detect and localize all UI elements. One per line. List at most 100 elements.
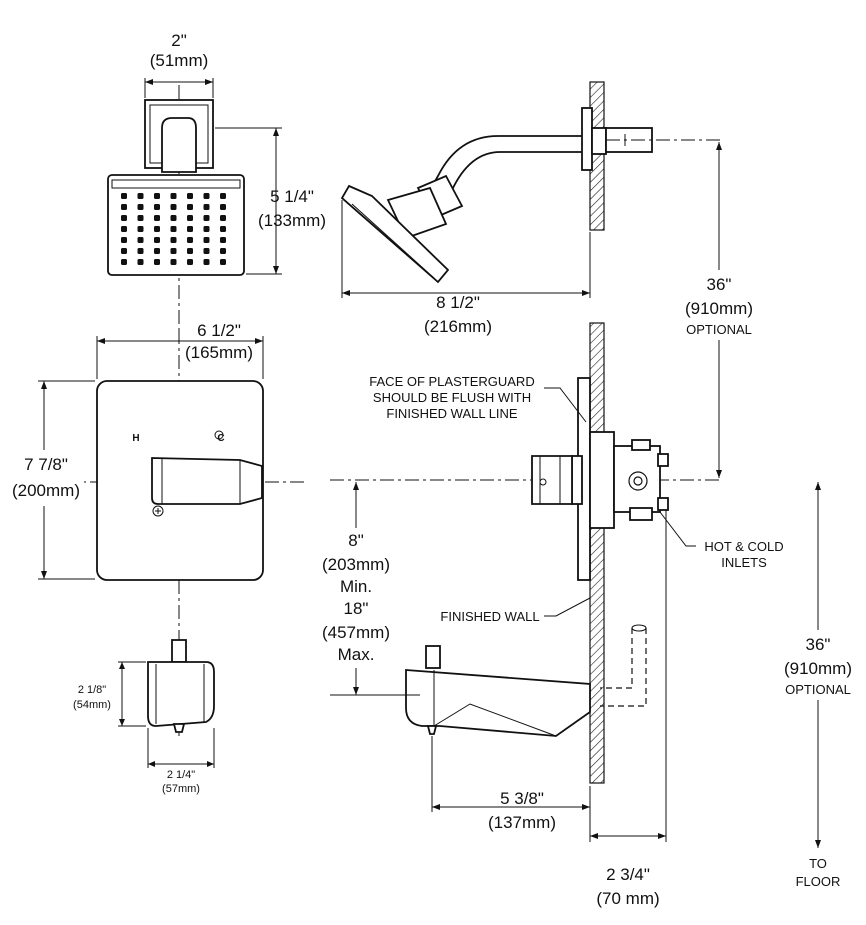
spray-nozzle <box>154 237 160 243</box>
spray-nozzle <box>154 215 160 221</box>
spray-nozzle <box>203 215 210 221</box>
spray-nozzle <box>220 226 226 232</box>
spray-nozzle <box>154 226 160 232</box>
valve-to-floor-in: 36" <box>806 635 831 654</box>
spray-nozzle <box>121 226 127 232</box>
spray-nozzle <box>187 237 193 243</box>
spray-nozzle <box>154 248 160 254</box>
spout-projection-dimension: 5 3/8" (137mm) <box>431 736 590 832</box>
spout-projection-in: 5 3/8" <box>500 789 544 808</box>
valve-to-floor-mm: (910mm) <box>784 659 852 678</box>
spray-nozzle <box>187 215 193 221</box>
head-height-mm: (133mm) <box>258 211 326 230</box>
plasterguard-line-3: FINISHED WALL LINE <box>386 406 518 421</box>
inlets-line-1: HOT & COLD <box>704 539 783 554</box>
valve-to-spout-max-label: Max. <box>338 645 375 664</box>
valve-to-spout-min-in: 8" <box>348 531 364 550</box>
spray-nozzle <box>121 248 127 254</box>
spray-nozzle <box>121 193 127 199</box>
spray-nozzle <box>170 204 177 210</box>
shower-arm-side-view <box>340 81 720 284</box>
valve-to-spout-max-mm: (457mm) <box>322 623 390 642</box>
spray-nozzle <box>154 204 160 210</box>
spray-nozzle <box>121 204 127 210</box>
valve-to-spout-max-in: 18" <box>344 599 369 618</box>
spray-nozzle <box>220 215 226 221</box>
spray-nozzle <box>121 237 127 243</box>
wall-depth-in: 2 3/4" <box>606 865 650 884</box>
spray-nozzle <box>203 248 210 254</box>
spray-nozzle <box>170 248 177 254</box>
spray-nozzle <box>170 226 177 232</box>
spout-width-dimension: 2 1/4" (57mm) <box>147 728 215 795</box>
spray-nozzle <box>137 237 144 243</box>
spray-nozzle <box>203 204 210 210</box>
finished-wall-label: FINISHED WALL <box>440 609 539 624</box>
spray-nozzle <box>137 226 144 232</box>
trim-width-in: 6 1/2" <box>197 321 241 340</box>
head-width-mm: (51mm) <box>150 51 209 70</box>
spray-nozzle <box>170 193 177 199</box>
spray-nozzle <box>187 259 193 265</box>
valve-to-floor-dimension: 36" (910mm) OPTIONAL TO FLOOR <box>772 482 864 889</box>
head-width-dimension: 2" (51mm) <box>144 31 214 98</box>
inlets-line-2: INLETS <box>721 555 767 570</box>
arm-projection-mm: (216mm) <box>424 317 492 336</box>
valve-to-shower-mm: (910mm) <box>685 299 753 318</box>
spray-nozzle <box>203 226 210 232</box>
spray-nozzle <box>187 204 193 210</box>
valve-to-shower-note: OPTIONAL <box>686 322 752 337</box>
valve-to-spout-min-label: Min. <box>340 577 372 596</box>
spout-height-in: 2 1/8" <box>78 684 106 696</box>
spray-nozzle <box>220 259 226 265</box>
trim-plate-front-view: H C <box>40 330 305 690</box>
spray-nozzle <box>137 259 144 265</box>
spray-nozzle <box>203 259 210 265</box>
trim-width-dimension: 6 1/2" (165mm) <box>96 321 264 379</box>
spray-nozzle <box>137 215 144 221</box>
spray-nozzle-grid <box>121 193 226 265</box>
spray-nozzle <box>154 259 160 265</box>
spray-nozzle <box>220 237 226 243</box>
spray-nozzle <box>170 215 177 221</box>
valve-and-spout-side-view <box>330 322 720 784</box>
head-height-in: 5 1/4" <box>270 187 314 206</box>
hot-mark: H <box>132 433 139 444</box>
spray-nozzle <box>187 226 193 232</box>
finished-wall-callout: FINISHED WALL <box>440 597 591 624</box>
spray-nozzle <box>121 259 127 265</box>
to-label: TO <box>809 856 827 871</box>
spray-nozzle <box>187 193 193 199</box>
inlets-callout: HOT & COLD INLETS <box>659 511 784 570</box>
wall-depth-dimension: 2 3/4" (70 mm) <box>589 510 667 908</box>
spray-nozzle <box>137 204 144 210</box>
plasterguard-line-2: SHOULD BE FLUSH WITH <box>373 390 531 405</box>
tub-spout-front-view <box>147 639 215 740</box>
arm-projection-dimension: 8 1/2" (216mm) <box>341 200 591 336</box>
plasterguard-line-1: FACE OF PLASTERGUARD <box>369 374 534 389</box>
spout-width-mm: (57mm) <box>162 783 200 795</box>
spray-nozzle <box>137 248 144 254</box>
spray-nozzle <box>170 237 177 243</box>
spray-nozzle <box>170 259 177 265</box>
valve-to-shower-in: 36" <box>707 275 732 294</box>
trim-height-dimension: 7 7/8" (200mm) <box>4 380 95 580</box>
spray-nozzle <box>187 248 193 254</box>
trim-height-in: 7 7/8" <box>24 455 68 474</box>
spray-nozzle <box>220 248 226 254</box>
floor-label: FLOOR <box>796 874 841 889</box>
spray-nozzle <box>220 204 226 210</box>
shower-head-front-view <box>107 85 245 330</box>
spray-nozzle <box>203 193 210 199</box>
valve-to-shower-dimension: 36" (910mm) OPTIONAL <box>674 142 766 478</box>
spray-nozzle <box>137 193 144 199</box>
spray-nozzle <box>203 237 210 243</box>
spray-nozzle <box>220 193 226 199</box>
valve-to-floor-note: OPTIONAL <box>785 682 851 697</box>
spout-height-mm: (54mm) <box>73 699 111 711</box>
spray-nozzle <box>154 193 160 199</box>
arm-projection-in: 8 1/2" <box>436 293 480 312</box>
spout-width-in: 2 1/4" <box>167 769 195 781</box>
wall-depth-mm: (70 mm) <box>596 889 659 908</box>
